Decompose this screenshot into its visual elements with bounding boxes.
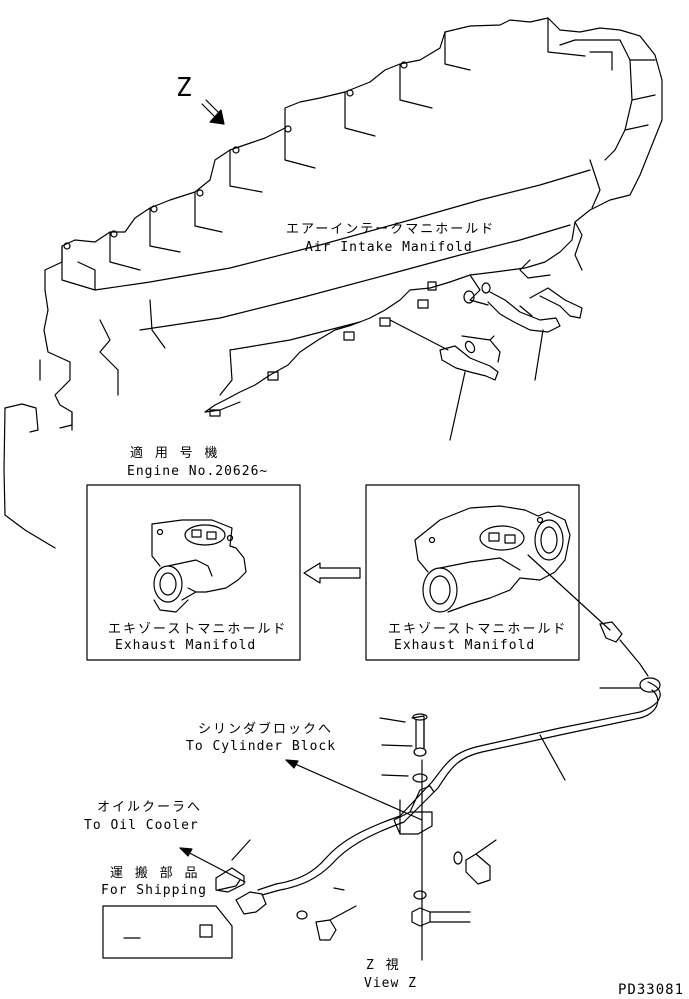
- exhaust-right-label-jp: エキゾーストマニホールド: [388, 622, 568, 637]
- engine-block-outline: [3, 17, 663, 549]
- replacement-arrow: [303, 562, 361, 584]
- engine-number-label: Engine No.20626~: [127, 464, 269, 479]
- exhaust-left-label-jp: エキゾーストマニホールド: [108, 622, 288, 637]
- view-z-label-jp: Z 視: [366, 958, 401, 973]
- air-intake-label-jp: エアーインテークマニホールド: [286, 222, 496, 237]
- exhaust-right-label-en: Exhaust Manifold: [394, 638, 536, 653]
- to-oil-cooler-label-jp: オイルクーラへ: [97, 800, 203, 815]
- to-oil-cooler-label-en: To Oil Cooler: [84, 818, 199, 833]
- view-direction-arrow: [201, 99, 225, 125]
- exhaust-manifold-box-right: [365, 484, 580, 661]
- shipping-label-jp: 運 搬 部 品: [110, 866, 200, 881]
- air-intake-label-en: Air Intake Manifold: [305, 240, 473, 255]
- manifold-fittings: [389, 282, 583, 441]
- to-cylinder-label-en: To Cylinder Block: [186, 739, 337, 754]
- to-cylinder-label-jp: シリンダブロックへ: [198, 722, 334, 737]
- shipping-part-box: [102, 905, 233, 959]
- exhaust-manifold-box-left: [86, 484, 301, 661]
- view-z-label-en: View Z: [364, 976, 417, 991]
- shipping-label-en: For Shipping: [101, 883, 207, 898]
- applicable-label-jp: 適 用 号 機: [130, 446, 220, 461]
- oil-pipe-assembly: [179, 554, 661, 961]
- exhaust-left-label-en: Exhaust Manifold: [115, 638, 257, 653]
- view-letter-z: Z: [176, 73, 193, 103]
- part-code: PD33081: [618, 982, 685, 998]
